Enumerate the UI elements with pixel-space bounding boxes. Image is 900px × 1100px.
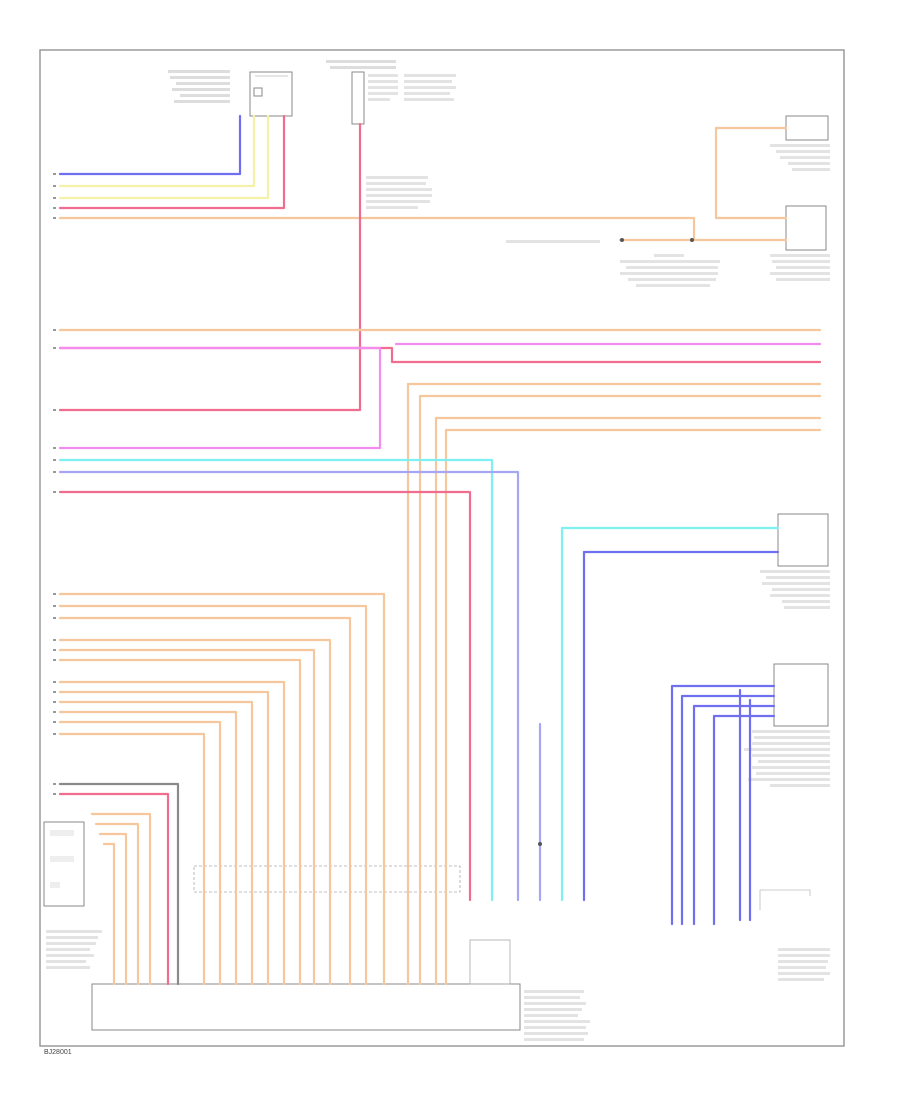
pin-marker <box>53 721 56 723</box>
diagram-frame <box>39 49 845 1047</box>
pin-marker <box>53 197 56 199</box>
pin-marker <box>53 217 56 219</box>
wire-39 <box>58 638 332 986</box>
wire-48 <box>58 782 180 986</box>
wire-51 <box>94 822 140 986</box>
wire-1 <box>58 114 242 176</box>
wire-38 <box>58 616 352 986</box>
pin-marker <box>53 593 56 595</box>
top-center-fuse-block <box>326 60 456 209</box>
pin-marker <box>53 605 56 607</box>
wire-43 <box>58 690 270 986</box>
wire-30 <box>680 694 776 926</box>
pin-marker <box>53 783 56 785</box>
wire-36 <box>58 592 386 986</box>
wire-52 <box>98 832 128 986</box>
bottom-control-module <box>91 865 590 1041</box>
splice-dots <box>538 238 694 846</box>
pin-marker <box>53 691 56 693</box>
pin-marker <box>53 409 56 411</box>
wire-31 <box>692 704 776 926</box>
right-top-module <box>770 205 830 281</box>
diagram-code: BJ28001 <box>44 1049 72 1056</box>
wire-4 <box>58 114 286 210</box>
center-junction-label <box>506 240 720 287</box>
wire-22 <box>58 458 494 902</box>
wire-5 <box>58 216 696 242</box>
wire-53 <box>102 842 116 986</box>
wire-49 <box>58 792 170 986</box>
pin-marker <box>53 491 56 493</box>
right-lower-module <box>744 663 830 787</box>
right-top-switch <box>770 115 830 171</box>
wire-41 <box>58 658 302 986</box>
pin-marker <box>53 185 56 187</box>
pin-marker <box>53 329 56 331</box>
wire-40 <box>58 648 316 986</box>
pin-marker <box>53 471 56 473</box>
wire-12 <box>58 346 382 450</box>
pin-marker <box>53 207 56 209</box>
wire-24 <box>58 490 472 902</box>
pin-marker <box>53 173 56 175</box>
top-left-sensor <box>168 70 293 117</box>
wire-11 <box>58 346 822 364</box>
wire-50 <box>90 812 152 986</box>
wire-37 <box>58 604 368 986</box>
wire-44 <box>58 700 254 986</box>
pin-marker <box>53 701 56 703</box>
wire-8 <box>714 126 788 220</box>
pin-marker <box>53 733 56 735</box>
wire-harness <box>58 114 822 986</box>
wire-2 <box>58 114 256 188</box>
wire-32 <box>712 714 776 926</box>
pin-marker <box>53 711 56 713</box>
pin-marker <box>53 639 56 641</box>
right-mid-sensor <box>760 513 830 609</box>
bottom-right-sensor <box>759 889 830 981</box>
wire-46 <box>58 720 222 986</box>
pin-marker <box>53 681 56 683</box>
pin-marker <box>53 347 56 349</box>
bottom-left-sensor <box>43 821 102 969</box>
pin-marker <box>53 617 56 619</box>
pin-marker <box>53 447 56 449</box>
wire-3 <box>58 114 270 200</box>
wire-42 <box>58 680 286 986</box>
left-pin-markers <box>53 173 56 795</box>
wire-29 <box>670 684 776 926</box>
pin-marker <box>53 649 56 651</box>
pin-marker <box>53 659 56 661</box>
pin-marker <box>53 459 56 461</box>
wire-6 <box>58 122 362 412</box>
wire-45 <box>58 710 238 986</box>
wire-23 <box>58 470 520 902</box>
wire-47 <box>58 732 206 986</box>
pin-marker <box>53 793 56 795</box>
